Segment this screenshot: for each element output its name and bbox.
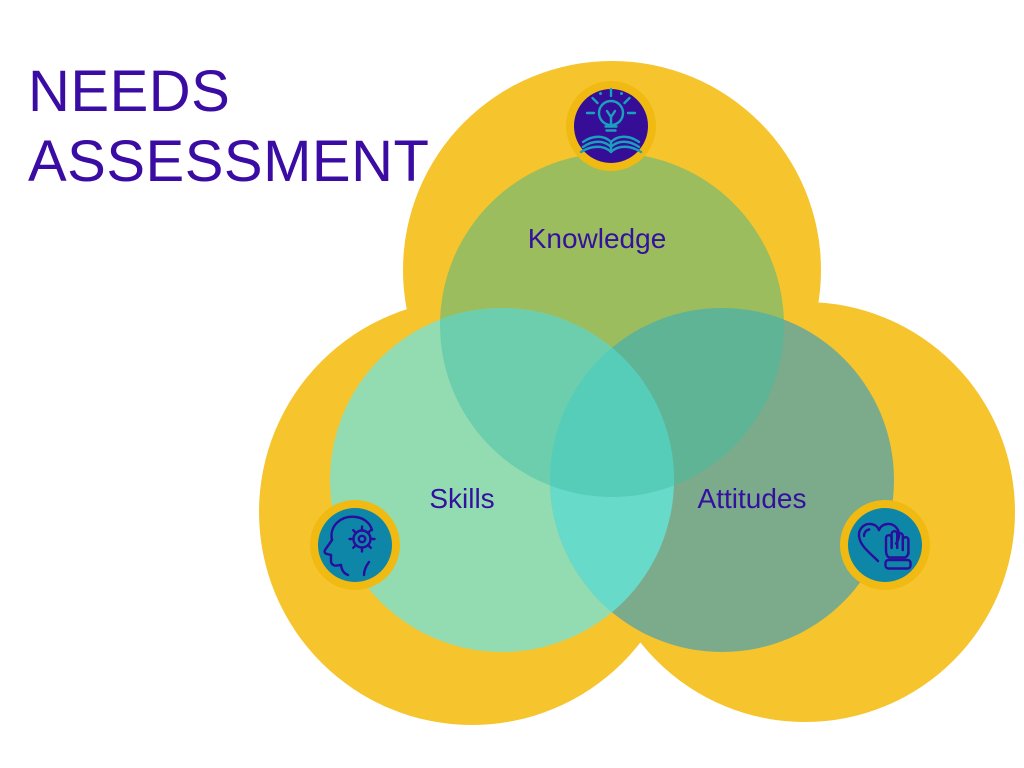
skills-icon-badge bbox=[310, 500, 400, 590]
attitudes-label: Attitudes bbox=[697, 483, 807, 514]
skills-label: Skills bbox=[429, 483, 495, 514]
knowledge-label: Knowledge bbox=[527, 223, 667, 254]
lightbulb-book-icon bbox=[579, 87, 643, 154]
heart-hand-icon bbox=[857, 522, 912, 570]
overlap-center bbox=[550, 308, 674, 497]
head-gear-icon bbox=[323, 515, 376, 577]
attitudes-icon-badge bbox=[840, 500, 930, 590]
slide-title: NEEDS ASSESSMENT bbox=[28, 58, 430, 194]
knowledge-icon-badge bbox=[566, 81, 656, 171]
